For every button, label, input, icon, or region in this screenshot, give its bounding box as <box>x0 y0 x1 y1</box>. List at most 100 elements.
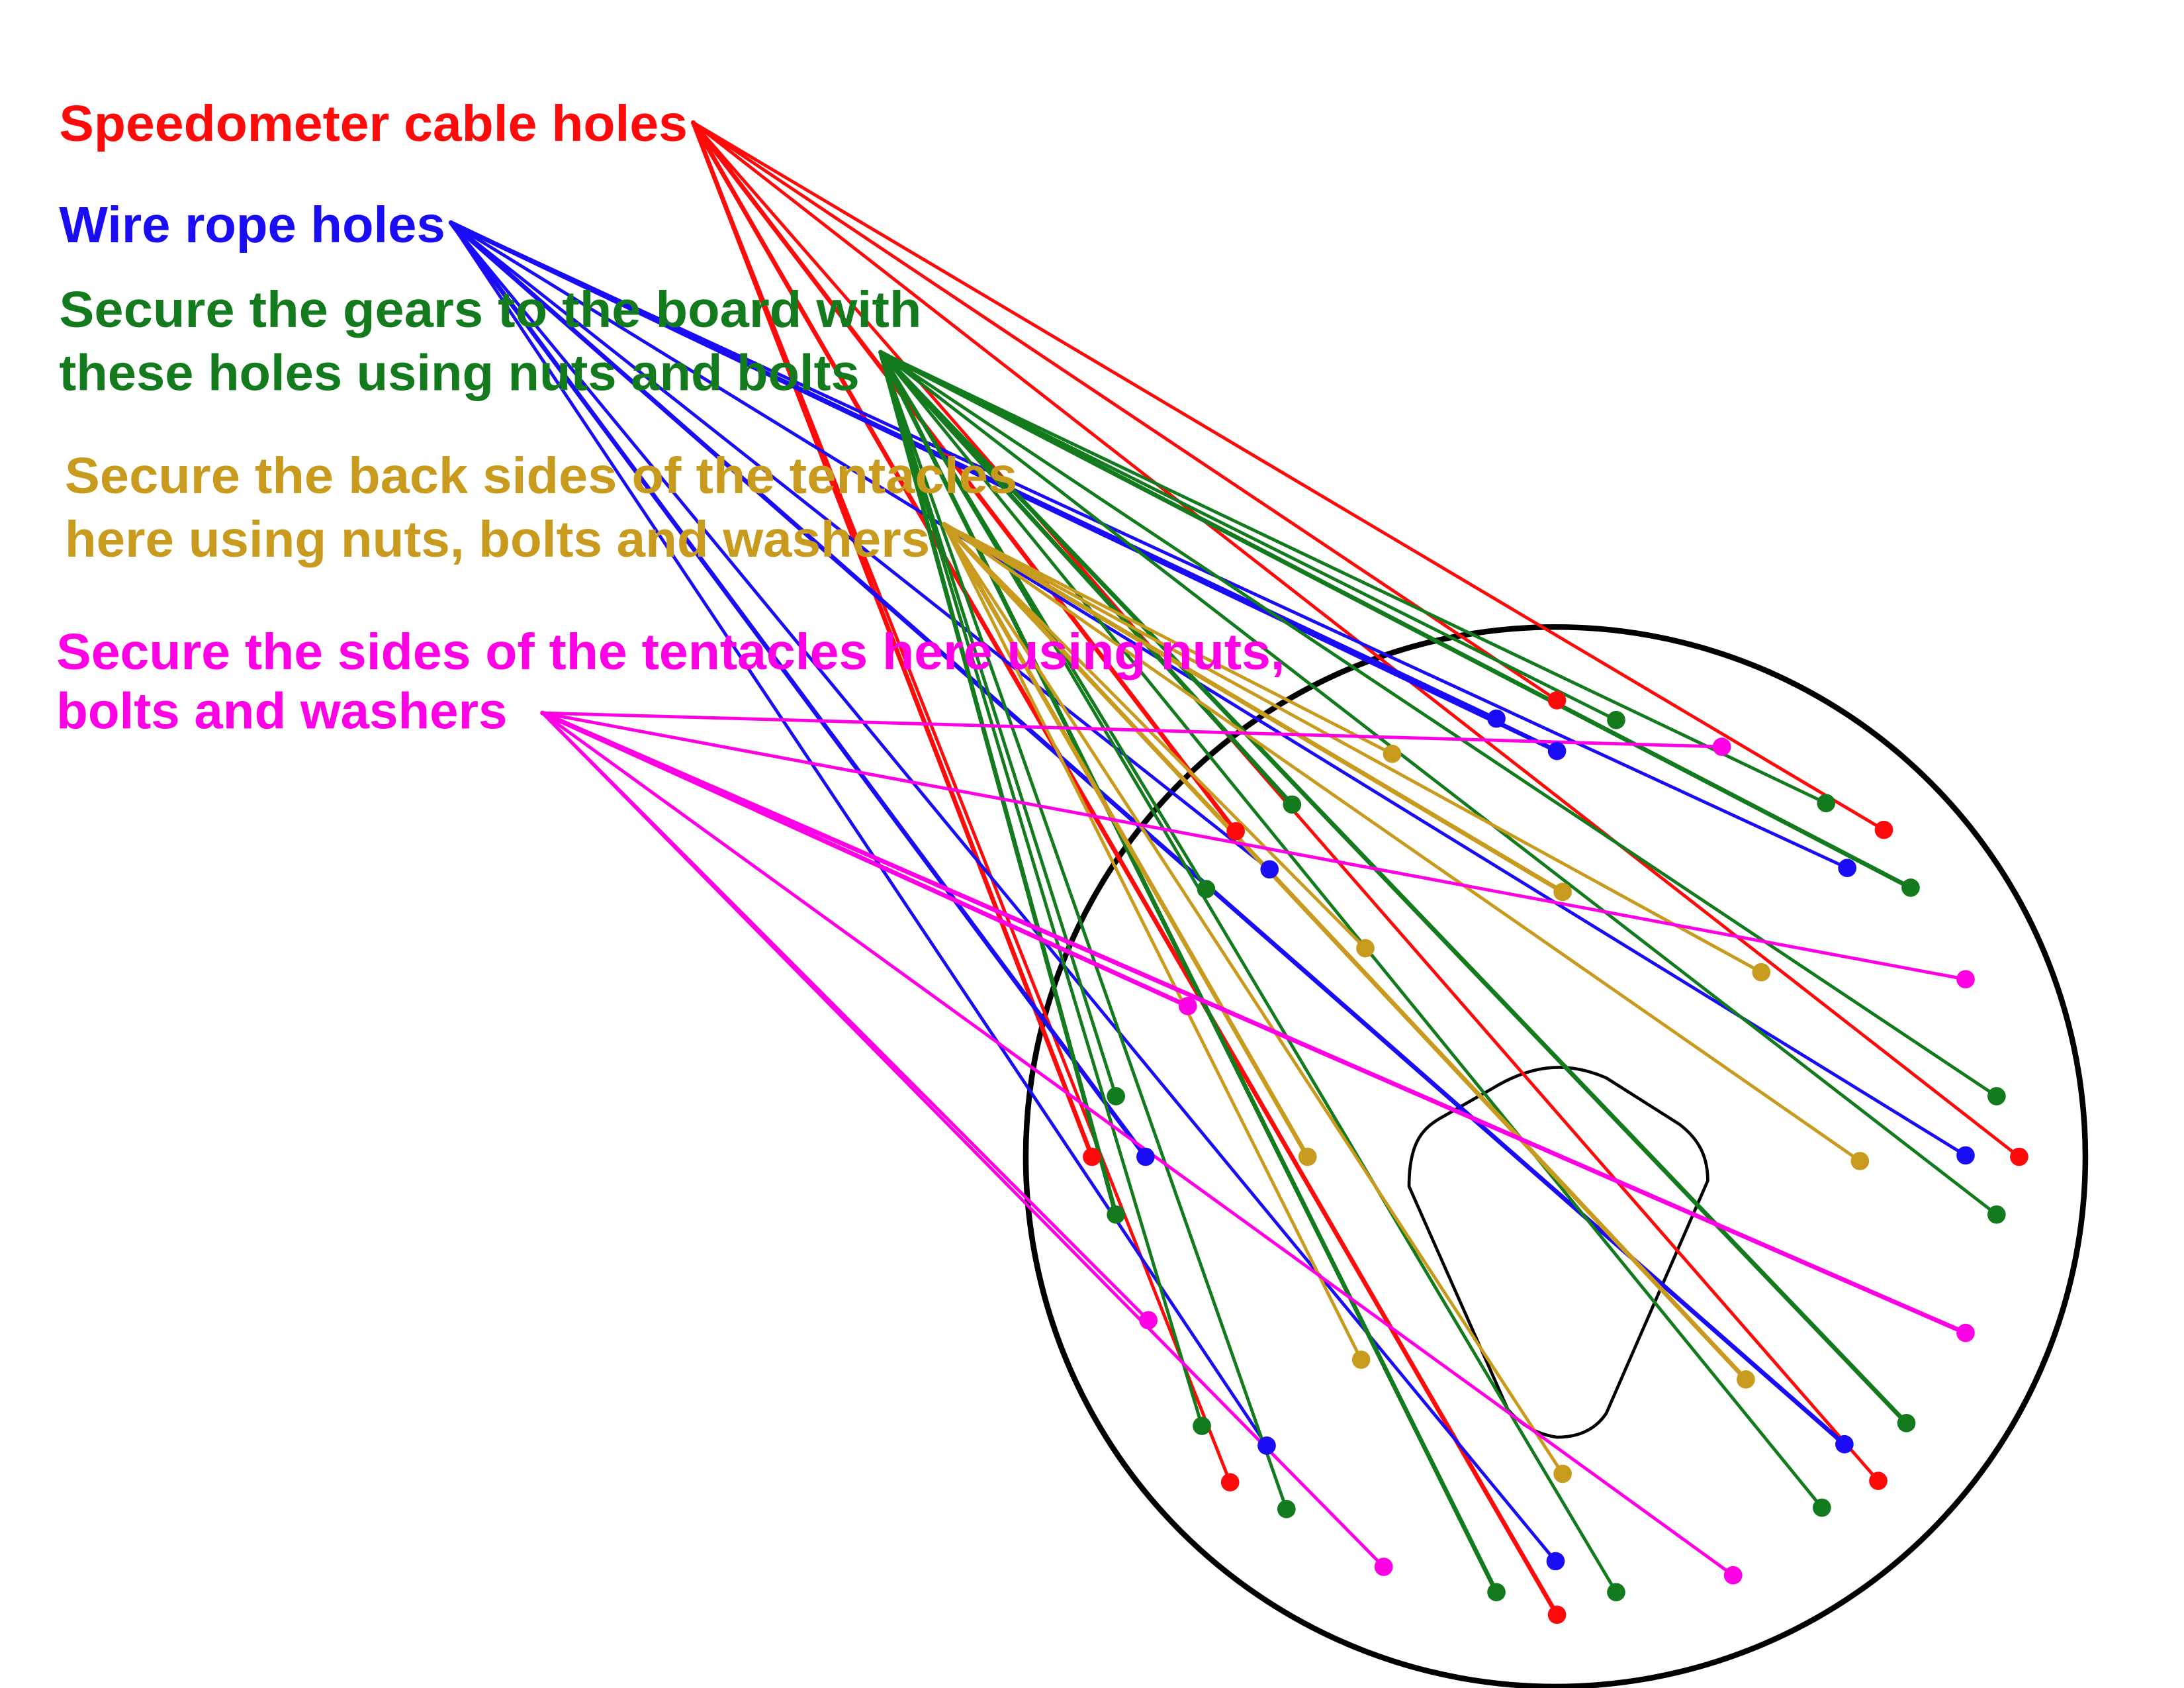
tentacle-sides-hole-marker <box>1956 970 1975 989</box>
gears-connector-line <box>879 350 1289 1511</box>
speedometer-connector-line <box>692 120 1559 702</box>
wire-rope-hole-marker <box>1835 1434 1854 1454</box>
wire-rope-connector-line <box>449 220 1968 1157</box>
gears-hole-marker <box>1817 794 1836 813</box>
gears-hole-marker <box>1197 880 1216 898</box>
gears-hole-marker <box>1987 1087 2006 1105</box>
wire-rope-hole-marker <box>1260 860 1279 879</box>
label-gears: Secure the gears to the board with these … <box>59 282 921 402</box>
wire-rope-connector-line <box>448 220 1148 1159</box>
gears-hole-marker <box>1107 1087 1126 1105</box>
back-sides-hole-marker <box>1752 962 1771 982</box>
gears-hole-marker <box>1277 1499 1296 1519</box>
label-back-sides-line: here using nuts, bolts and washers <box>65 512 930 568</box>
gears-hole-marker <box>1813 1498 1831 1517</box>
label-gears-line: these holes using nuts and bolts <box>59 346 859 402</box>
gears-hole-marker <box>1607 1583 1625 1602</box>
gears-connector-line <box>879 350 1118 1098</box>
speedometer-hole-marker <box>1869 1472 1888 1490</box>
gears-connector-line <box>879 350 1999 1217</box>
gears-hole-marker <box>1901 878 1920 897</box>
speedometer-hole-marker <box>1226 822 1245 841</box>
wire-rope-hole-marker <box>1257 1436 1276 1455</box>
gears-connector-line <box>878 350 1118 1217</box>
tentacle-sides-connector-line <box>541 711 1735 1577</box>
hole-markers <box>1083 691 2028 1624</box>
back-sides-hole-marker <box>1351 1350 1371 1369</box>
tentacle-sides-connector-line <box>541 711 1386 1569</box>
back-sides-hole-marker <box>1383 744 1402 763</box>
tentacle-sides-hole-marker <box>1374 1558 1393 1576</box>
label-tentacle-sides: Secure the sides of the tentacles here u… <box>56 624 1285 739</box>
wire-rope-connector-line <box>449 220 1269 1448</box>
back-sides-connector-line <box>942 522 1367 950</box>
tentacle-sides-hole-marker <box>1723 1566 1743 1585</box>
back-sides-hole-marker <box>1356 939 1375 958</box>
speedometer-hole-marker <box>1874 820 1893 839</box>
wire-rope-hole-marker <box>1136 1147 1155 1166</box>
back-sides-hole-marker <box>1298 1147 1317 1166</box>
tentacle-sides-connector-line <box>541 711 1968 981</box>
gear-cutout-outline <box>1407 1066 1709 1439</box>
board-circle <box>1023 624 2088 1688</box>
label-back-sides: Secure the back sides of the tentacles he… <box>65 448 1017 568</box>
label-tentacle-sides-line: bolts and washers <box>56 683 507 739</box>
tentacle-sides-connector-line <box>541 711 1724 749</box>
tentacle-sides-hole-marker <box>1139 1311 1158 1330</box>
speedometer-hole-marker <box>1083 1147 1101 1166</box>
gears-connector-line <box>879 350 1824 1509</box>
tentacle-sides-hole-marker <box>1178 996 1197 1015</box>
label-speedometer: Speedometer cable holes <box>59 96 688 152</box>
wire-rope-connector-line <box>448 220 1847 1447</box>
gears-connector-line <box>878 350 1499 1595</box>
gears-hole-marker <box>1607 710 1625 729</box>
back-sides-connector-line <box>942 522 1862 1163</box>
wire-rope-hole-marker <box>1487 709 1506 728</box>
gears-hole-marker <box>1193 1417 1211 1435</box>
wire-rope-hole-marker <box>1546 1552 1565 1571</box>
back-sides-connector-line <box>942 522 1763 974</box>
speedometer-connector-line <box>691 120 1238 834</box>
back-sides-connector-line <box>942 522 1363 1362</box>
gears-hole-marker <box>1987 1205 2006 1224</box>
gears-hole-marker <box>1487 1583 1506 1602</box>
gears-hole-marker <box>1897 1413 1916 1432</box>
label-wire-rope: Wire rope holes <box>59 197 445 254</box>
label-wire-rope-line: Wire rope holes <box>59 197 445 254</box>
gears-connector-line <box>879 350 1999 1098</box>
back-sides-hole-marker <box>1553 1464 1572 1483</box>
gears-connector-line <box>878 350 1909 1426</box>
back-sides-hole-marker <box>1553 882 1572 902</box>
wire-rope-connector-line <box>449 220 1271 871</box>
label-gears-line: Secure the gears to the board with <box>59 282 921 338</box>
speedometer-hole-marker <box>2010 1147 2028 1166</box>
speedometer-hole-marker <box>1547 691 1567 710</box>
wire-rope-hole-marker <box>1956 1146 1975 1165</box>
back-sides-connector-line <box>942 522 1565 1476</box>
gears-connector-line <box>879 350 1828 805</box>
label-tentacle-sides-line: Secure the sides of the tentacles here u… <box>56 624 1285 680</box>
board-outline <box>1023 624 2088 1688</box>
wire-rope-hole-marker <box>1547 741 1567 761</box>
wire-rope-connector-line <box>449 220 1849 870</box>
label-speedometer-line: Speedometer cable holes <box>59 96 688 152</box>
gears-hole-marker <box>1283 795 1302 814</box>
label-back-sides-line: Secure the back sides of the tentacles <box>65 448 1017 504</box>
tentacle-sides-connector-line <box>540 710 1968 1336</box>
back-sides-connector-line <box>942 522 1310 1159</box>
gears-connector-line <box>879 350 1204 1428</box>
gears-hole-marker <box>1107 1205 1126 1224</box>
back-sides-hole-marker <box>1850 1152 1870 1170</box>
back-sides-hole-marker <box>1737 1370 1755 1389</box>
gears-connector-line <box>878 350 1295 807</box>
gears-connector-line <box>878 350 1913 890</box>
tentacle-sides-hole-marker <box>1956 1323 1975 1342</box>
speedometer-hole-marker <box>1547 1605 1567 1624</box>
speedometer-hole-marker <box>1220 1473 1240 1492</box>
tentacle-sides-hole-marker <box>1712 737 1731 756</box>
back-sides-connector-line <box>942 522 1394 756</box>
speedometer-connector-line <box>692 120 1886 832</box>
back-sides-connector-line <box>942 522 1749 1382</box>
